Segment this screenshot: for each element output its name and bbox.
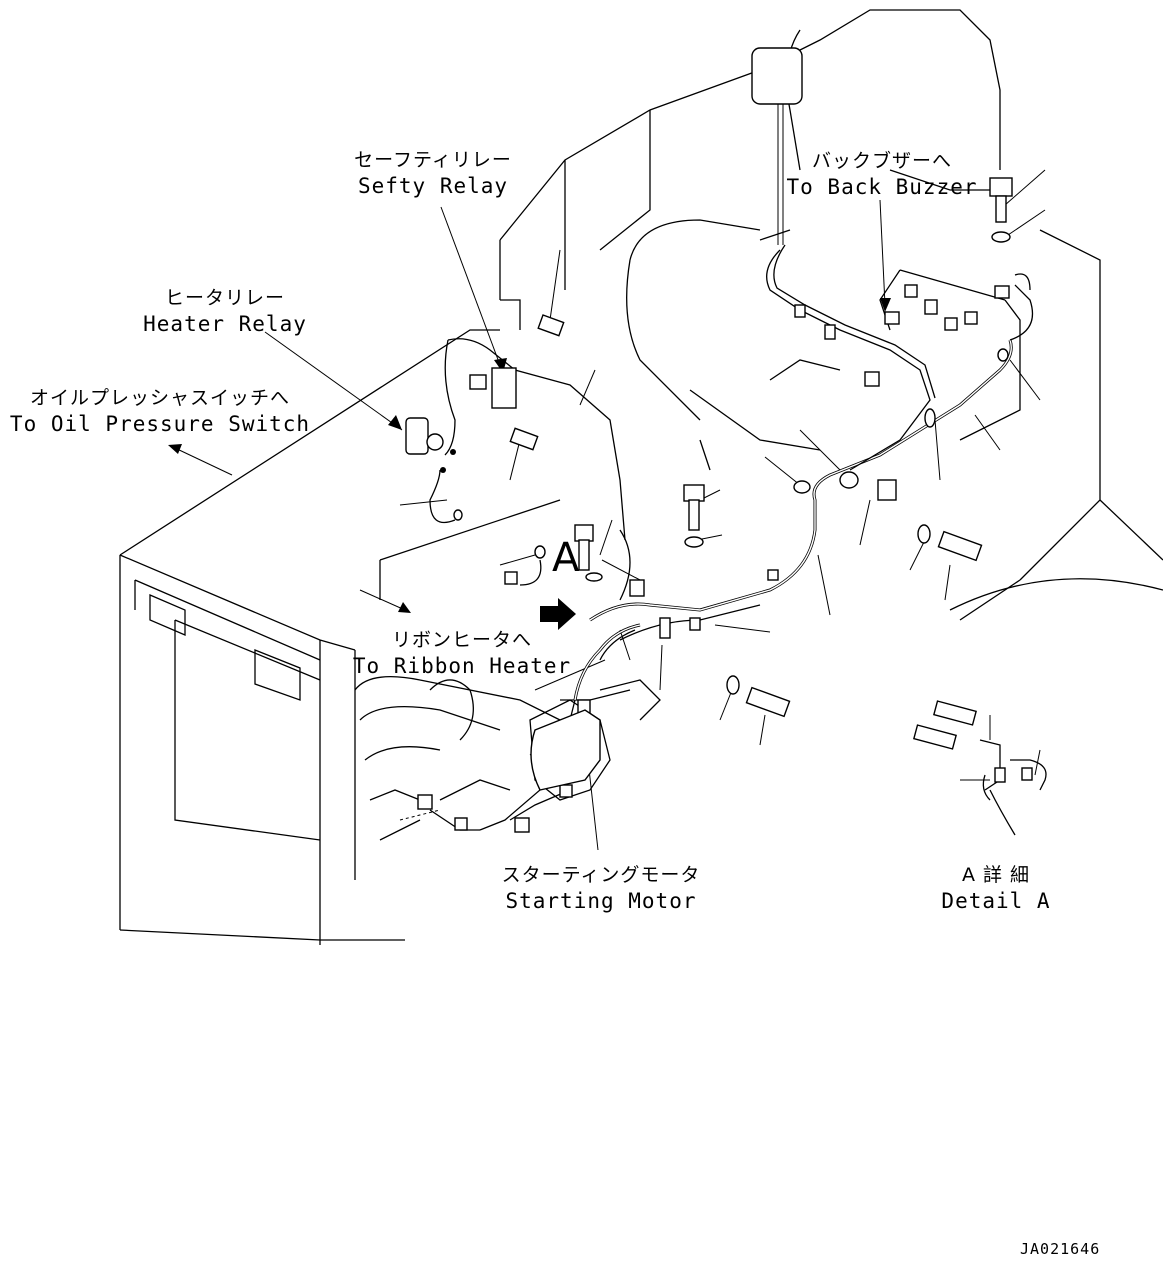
- callout-a-letter: A: [552, 535, 580, 581]
- oil-pressure-switch-label: オイルプレッシャスイッチへ To Oil Pressure Switch: [10, 385, 310, 437]
- starting-motor-label-en: Starting Motor: [505, 889, 697, 913]
- safety-relay-label: セーフティリレー Sefty Relay: [354, 147, 512, 199]
- starting-motor-label: スターティングモータ Starting Motor: [502, 862, 701, 914]
- oil-pressure-switch-label-jp: オイルプレッシャスイッチへ: [29, 387, 290, 409]
- back-buzzer-label: バックブザーへ To Back Buzzer: [786, 148, 977, 200]
- starting-motor-label-jp: スターティングモータ: [501, 864, 701, 886]
- callout-leaders: [174, 169, 1046, 851]
- detail-a-label-jp: A 詳 細: [961, 864, 1031, 886]
- drawing-code: JA021646: [1020, 1240, 1101, 1258]
- back-buzzer-label-jp: バックブザーへ: [811, 150, 953, 172]
- engine-block: [354, 676, 661, 841]
- detail-a-label: A 詳 細 Detail A: [941, 862, 1050, 914]
- safety-relay-label-en: Sefty Relay: [357, 174, 509, 198]
- detail-a-inset: [913, 700, 1047, 836]
- detail-a-label-en: Detail A: [941, 889, 1051, 913]
- arrow-heads: [168, 298, 891, 766]
- callout-a-arrow: [540, 598, 576, 630]
- components: [405, 47, 1013, 833]
- ribbon-heater-label-en: To Ribbon Heater: [352, 654, 572, 678]
- heater-relay-label-en: Heater Relay: [143, 312, 307, 336]
- back-buzzer-label-en: To Back Buzzer: [786, 175, 978, 199]
- ribbon-heater-label-jp: リボンヒータへ: [391, 629, 533, 651]
- heater-relay-label: ヒータリレー Heater Relay: [143, 285, 307, 337]
- oil-pressure-switch-label-en: To Oil Pressure Switch: [9, 412, 311, 436]
- heater-relay-label-jp: ヒータリレー: [164, 287, 285, 309]
- ribbon-heater-label: リボンヒータへ To Ribbon Heater: [353, 627, 571, 679]
- safety-relay-label-jp: セーフティリレー: [354, 149, 512, 171]
- seat-and-cab-outline: [499, 9, 1163, 621]
- engine-hood-outline: [119, 299, 561, 945]
